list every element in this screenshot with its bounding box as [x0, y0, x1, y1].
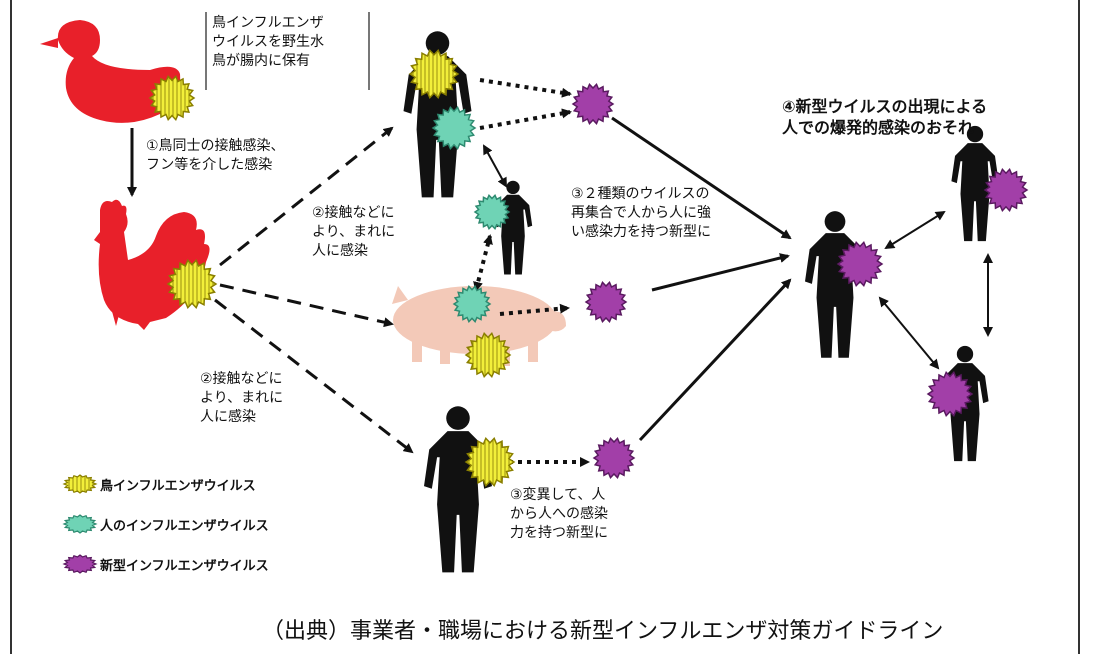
mutation-label: ③変異して、人 から人への感染 力を持つ新型に: [510, 487, 608, 541]
arrow-human-to-human: [884, 210, 946, 250]
legend-novel-label: 新型インフルエンザウイルス: [100, 559, 269, 574]
legend-novel-virus-icon: [62, 554, 98, 574]
arrow-to-novel: [499, 303, 570, 316]
human-virus-icon: [452, 284, 492, 324]
arrow-bird-to-pig: [219, 283, 394, 328]
reassortment-label: ③２種類のウイルスの 再集合で人から人に強 い感染力を持つ新型に: [571, 186, 711, 240]
bird-virus-icon: [148, 74, 196, 122]
human-virus-icon: [473, 193, 511, 231]
pandemic-label: ④新型ウイルスの出現による 人での爆発的感染のおそれ: [782, 97, 988, 137]
bird-virus-icon: [464, 331, 512, 379]
duck-icon: [40, 20, 181, 123]
legend-bird-label: 鳥インフルエンザウイルス: [100, 479, 256, 494]
legend-icons: [62, 474, 98, 574]
source-citation: （出典）事業者・職場における新型インフルエンザ対策ガイドライン: [262, 619, 944, 644]
duck-note-bracket: [205, 12, 370, 90]
legend-human-virus-icon: [62, 514, 98, 534]
duck-note: 鳥インフルエンザ ウイルスを野生水 鳥が腸内に保有: [212, 15, 324, 69]
diagram-frame: [10, 0, 1080, 654]
arrow-bird-to-human: [219, 126, 394, 267]
contact-label-bottom: ②接触などに より、まれに 人に感染: [200, 371, 284, 425]
human-virus-icon: [431, 105, 477, 151]
arrow-pig-human-exchange: [473, 234, 493, 292]
arrow-to-novel: [479, 78, 572, 98]
arrows: [127, 78, 993, 467]
bird-to-bird-label: ①鳥同士の接触感染、 フン等を介した感染: [146, 138, 285, 173]
arrow-human-to-human: [878, 296, 940, 370]
arrow-human-exchange: [483, 144, 507, 188]
legend-bird-virus-icon: [62, 474, 98, 494]
person-silhouette-icon: [424, 406, 492, 573]
arrow-to-novel: [479, 108, 572, 130]
bird-virus-icon: [408, 49, 460, 99]
novel-virus-icon: [571, 82, 615, 126]
contact-label-top: ②接触などに より、まれに 人に感染: [312, 205, 396, 259]
arrow-novel-to-pandemic: [638, 278, 792, 442]
novel-virus-icon: [592, 436, 636, 480]
arrow-novel-to-pandemic: [611, 116, 792, 240]
novel-virus-icon: [983, 167, 1029, 213]
novel-virus-icon: [584, 280, 628, 324]
novel-virus-icon: [836, 240, 884, 288]
viruses: [148, 49, 1029, 487]
bird-virus-icon: [166, 259, 218, 309]
person-silhouette-icon: [493, 180, 533, 275]
arrow-novel-to-pandemic: [651, 253, 790, 292]
legend-human-label: 人のインフルエンザウイルス: [100, 519, 269, 534]
novel-virus-icon: [926, 370, 974, 418]
bird-virus-icon: [464, 437, 516, 487]
arrow-bird-to-human: [214, 298, 414, 454]
